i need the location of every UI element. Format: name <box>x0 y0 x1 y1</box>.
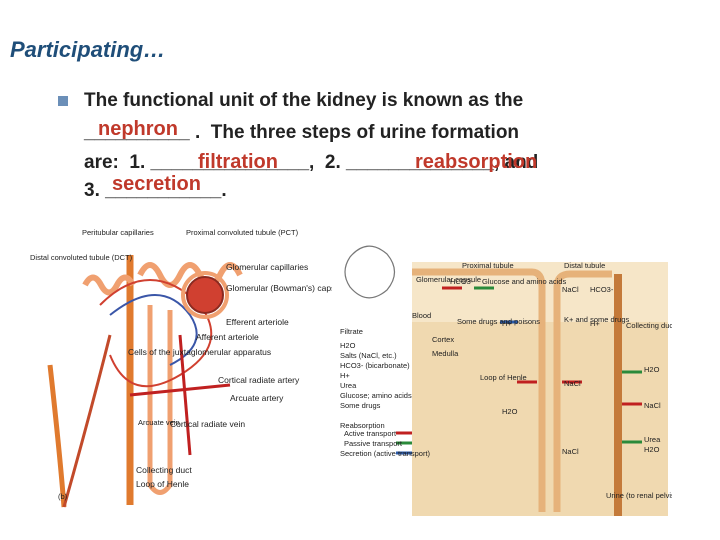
peritubular-capillary-shape-2 <box>109 294 198 366</box>
filtrate-item: Some drugs <box>340 401 381 410</box>
label-glucose: Glucose and amino acids <box>482 277 566 286</box>
label-distal: Distal tubule <box>564 261 605 270</box>
question-line-1: The functional unit of the kidney is kno… <box>84 90 524 111</box>
answer-secretion: secretion <box>112 173 201 195</box>
label-glomerular-capsule: Glomerular (Bowman's) capsule <box>226 283 347 293</box>
label-hco3-2: HCO3- <box>590 285 614 294</box>
label-passive: Passive transport <box>344 439 403 448</box>
filtrate-item: Salts (NaCl, etc.) <box>340 351 397 360</box>
label-h2o-2: H2O <box>502 407 518 416</box>
filtrate-item: H+ <box>340 371 350 380</box>
label-filtrate: Filtrate <box>340 327 363 336</box>
label-cortical-artery: Cortical radiate artery <box>218 375 300 385</box>
label-glomerular-caps: Glomerular capillaries <box>226 262 308 272</box>
label-peritubular: Peritubular capillaries <box>82 228 154 237</box>
label-nacl-4: NaCl <box>562 447 579 456</box>
proximal-tubule-path <box>412 268 546 512</box>
label-nacl-3: NaCl <box>644 401 661 410</box>
label-efferent: Efferent arteriole <box>226 317 289 327</box>
cortical-artery-shape <box>178 334 192 456</box>
label-cortex: Cortex <box>432 335 454 344</box>
label-hco3: HCO3- <box>450 277 474 286</box>
label-collecting: Collecting duct <box>626 321 672 330</box>
label-h-plus-1: H+ <box>502 319 512 328</box>
kidney-inset-bg <box>332 232 412 312</box>
label-nacl-1: NaCl <box>562 285 579 294</box>
label-active: Active transport <box>344 429 397 438</box>
label-secretion: Secretion (active transport) <box>340 449 431 458</box>
filtrate-item: Urea <box>340 381 357 390</box>
label-panel-b: (b) <box>58 492 68 501</box>
slide-title: Participating… <box>10 37 166 62</box>
dct-coil-shape <box>82 274 136 296</box>
answer-nephron: nephron <box>98 118 178 140</box>
label-some-drugs: Some drugs and poisons <box>457 317 540 326</box>
question-line-2: __________ . The three steps of urine fo… <box>84 122 520 143</box>
label-urine: Urine (to renal pelvis) <box>606 491 672 500</box>
filtrate-list: H2O Salts (NaCl, etc.) HCO3- (bicarbonat… <box>340 341 412 410</box>
pct-coil-shape <box>137 262 243 288</box>
label-afferent: Afferent arteriole <box>196 332 259 342</box>
label-loop-of-henle: Loop of Henle <box>136 479 189 489</box>
label-dct: Distal convoluted tubule (DCT) <box>30 253 133 262</box>
label-h2o-3: H2O <box>644 445 660 454</box>
bowman-capsule-shape <box>181 271 229 319</box>
question-line-3: are: 1. _______________, 2. ____________… <box>84 152 539 173</box>
glomerulus-shape <box>186 276 224 314</box>
label-nacl-2: NaCl <box>564 379 581 388</box>
filtrate-item: H2O <box>340 341 356 350</box>
label-blood: Blood <box>412 311 431 320</box>
label-arcuate-vein: Arcuate vein <box>138 418 180 427</box>
answer-reabsorption: reabsorption <box>415 151 538 173</box>
arcuate-artery-shape <box>129 383 231 397</box>
filtrate-item: HCO3- (bicarbonate) <box>340 361 410 370</box>
label-reabsorption: Reabsorption <box>340 421 385 430</box>
label-loop: Loop of Henle <box>480 373 527 382</box>
label-h-plus-2: H+ <box>590 319 600 328</box>
label-jg: Cells of the juxtaglomerular apparatus <box>128 347 271 357</box>
label-urea: Urea <box>644 435 661 444</box>
nephron-anatomy-figure: Peritubular capillaries Proximal convolu… <box>30 215 360 515</box>
loop-ascending-path <box>553 270 612 512</box>
label-pct: Proximal convoluted tubule (PCT) <box>186 228 299 237</box>
label-arcuate-artery: Arcuate artery <box>230 393 284 403</box>
bullet-marker <box>58 96 68 106</box>
peritubular-capillary-shape <box>99 279 213 388</box>
tubule-process-figure: Proximal tubule Distal tubule Glomerular… <box>332 232 672 516</box>
label-cortical-vein: Cortical radiate vein <box>170 419 245 429</box>
kidney-inset-shape <box>344 245 396 299</box>
label-medulla: Medulla <box>432 349 459 358</box>
arcuate-vein-shape <box>47 364 67 508</box>
label-glomerular: Glomerular capsule <box>416 275 481 284</box>
cortical-vein-shape <box>62 334 112 508</box>
question-line-4: 3. ___________. <box>84 180 227 201</box>
label-proximal: Proximal tubule <box>462 261 514 270</box>
label-k-plus: K+ and some drugs <box>564 315 629 324</box>
filtrate-item: Glucose; amino acids <box>340 391 412 400</box>
label-h2o-1: H2O <box>644 365 660 374</box>
loop-of-henle-shape <box>147 305 173 495</box>
label-collecting-duct: Collecting duct <box>136 465 192 475</box>
answer-filtration: filtration <box>198 151 278 173</box>
